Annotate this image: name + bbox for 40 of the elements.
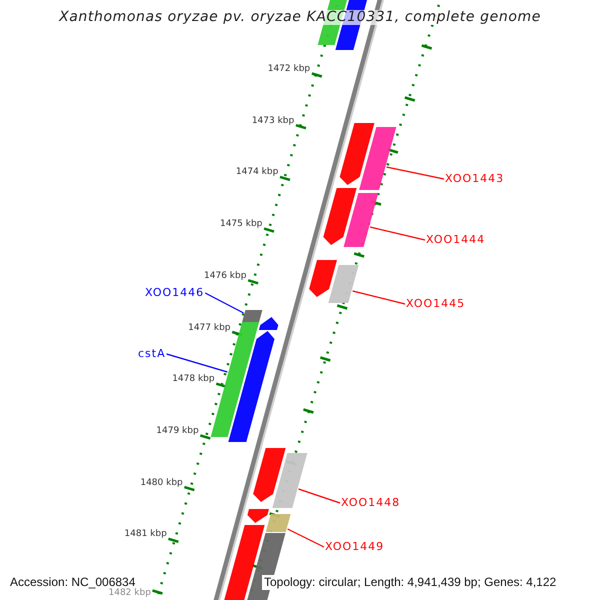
leader-line xyxy=(166,353,228,373)
gene-block xyxy=(359,127,396,190)
gene-block xyxy=(328,265,359,303)
gene-label: XOO1448 xyxy=(341,497,400,510)
footer-text: Topology: circular; Length: 4,941,439 bp; Genes: 4,122 xyxy=(262,575,558,590)
gene-block xyxy=(323,188,357,245)
gene-label: XOO1444 xyxy=(426,234,486,246)
gene-label: XOO1443 xyxy=(445,173,504,186)
gene-block xyxy=(266,514,291,532)
gene-label: XOO1446 xyxy=(145,287,204,300)
tick-label: 1479 kbp xyxy=(156,426,199,437)
leader-line xyxy=(298,488,340,504)
leader-line xyxy=(370,226,426,241)
tick-label: 1481 kbp xyxy=(124,530,167,540)
tick-label: 1475 kbp xyxy=(220,220,262,230)
title: Xanthomonas oryzae pv. oryzae KACC10331, complete genome xyxy=(59,10,541,26)
gene-block xyxy=(340,123,374,185)
leader-line xyxy=(352,290,406,305)
gene-block xyxy=(344,193,378,247)
tick-label: 1482 kbp xyxy=(108,589,151,599)
tick-label: 1478 kbp xyxy=(172,375,215,386)
leader-line xyxy=(204,292,244,314)
gene-label: XOO1449 xyxy=(325,541,384,554)
gene-block xyxy=(253,448,286,502)
tick-label: 1480 kbp xyxy=(140,478,183,488)
gene-label: XOO1445 xyxy=(406,298,466,310)
leader-line xyxy=(386,166,444,180)
tick-label: 1473 kbp xyxy=(252,116,294,127)
gene-block xyxy=(309,260,337,297)
tick-label: 1472 kbp xyxy=(268,65,310,75)
gene-block xyxy=(272,453,308,508)
gene-label: cstA xyxy=(138,348,166,360)
tick-label: 1477 kbp xyxy=(188,324,231,334)
gene-block xyxy=(247,509,269,523)
tick-label: 1474 kbp xyxy=(236,168,278,178)
tick-label: 1476 kbp xyxy=(204,272,246,282)
footer-text: Accession: NC_006834 xyxy=(9,575,136,589)
leader-line xyxy=(287,528,324,548)
gene-block xyxy=(228,331,274,442)
gene-block xyxy=(222,525,265,600)
